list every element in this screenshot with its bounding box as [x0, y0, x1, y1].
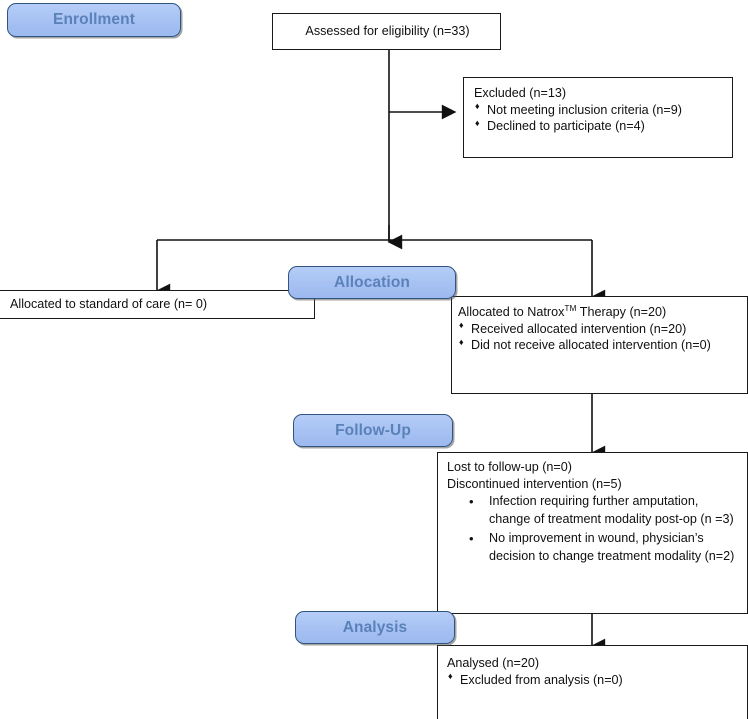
stage-label-allocation: Allocation: [288, 266, 456, 299]
stage-label-enrollment-text: Enrollment: [53, 11, 135, 29]
analysis-heading: Analysed (n=20): [447, 656, 540, 670]
list-item: Received allocated intervention (n=20): [458, 320, 739, 338]
natrox-heading-post: Therapy (n=20): [576, 305, 667, 319]
stage-label-enrollment: Enrollment: [7, 3, 181, 37]
box-allocated-natrox: Allocated to NatroxTM Therapy (n=20) Rec…: [451, 296, 748, 394]
natrox-heading-pre: Allocated to Natrox: [458, 305, 565, 319]
stage-label-allocation-text: Allocation: [334, 273, 410, 291]
box-assessed-for-eligibility: Assessed for eligibility (n=33): [272, 13, 501, 50]
followup-reason-list: Infection requiring further amputation, …: [447, 493, 739, 566]
list-item: No improvement in wound, physician’s dec…: [447, 530, 739, 566]
stage-label-analysis-text: Analysis: [342, 618, 408, 636]
natrox-heading: Allocated to NatroxTM Therapy (n=20): [458, 304, 739, 321]
list-item: Did not receive allocated intervention (…: [458, 337, 739, 354]
excluded-heading: Excluded (n=13): [474, 86, 567, 100]
stage-label-followup: Follow-Up: [293, 414, 453, 447]
trademark-symbol: TM: [564, 302, 577, 313]
followup-line-discontinued: Discontinued intervention (n=5): [447, 476, 622, 491]
list-item: Declined to participate (n=4): [474, 118, 724, 135]
box-followup-details: Lost to follow-up (n=0) Discontinued int…: [437, 452, 748, 614]
box-excluded: Excluded (n=13) Not meeting inclusion cr…: [463, 77, 733, 158]
assessed-line: Assessed for eligibility (n=33): [305, 24, 470, 38]
box-allocated-standard-of-care: Allocated to standard of care (n= 0): [0, 290, 315, 319]
followup-line-lost: Lost to follow-up (n=0): [447, 460, 572, 474]
list-item: Not meeting inclusion criteria (n=9): [474, 101, 724, 119]
standard-of-care-line: Allocated to standard of care (n= 0): [10, 297, 208, 311]
excluded-reason-list: Not meeting inclusion criteria (n=9) Dec…: [474, 101, 724, 135]
stage-label-followup-text: Follow-Up: [335, 421, 411, 439]
natrox-detail-list: Received allocated intervention (n=20) D…: [458, 320, 739, 354]
stage-label-analysis: Analysis: [295, 611, 455, 644]
analysis-detail-list: Excluded from analysis (n=0): [447, 671, 739, 689]
list-item: Excluded from analysis (n=0): [447, 671, 739, 689]
box-analysis-details: Analysed (n=20) Excluded from analysis (…: [437, 645, 748, 719]
list-item: Infection requiring further amputation, …: [447, 493, 739, 529]
